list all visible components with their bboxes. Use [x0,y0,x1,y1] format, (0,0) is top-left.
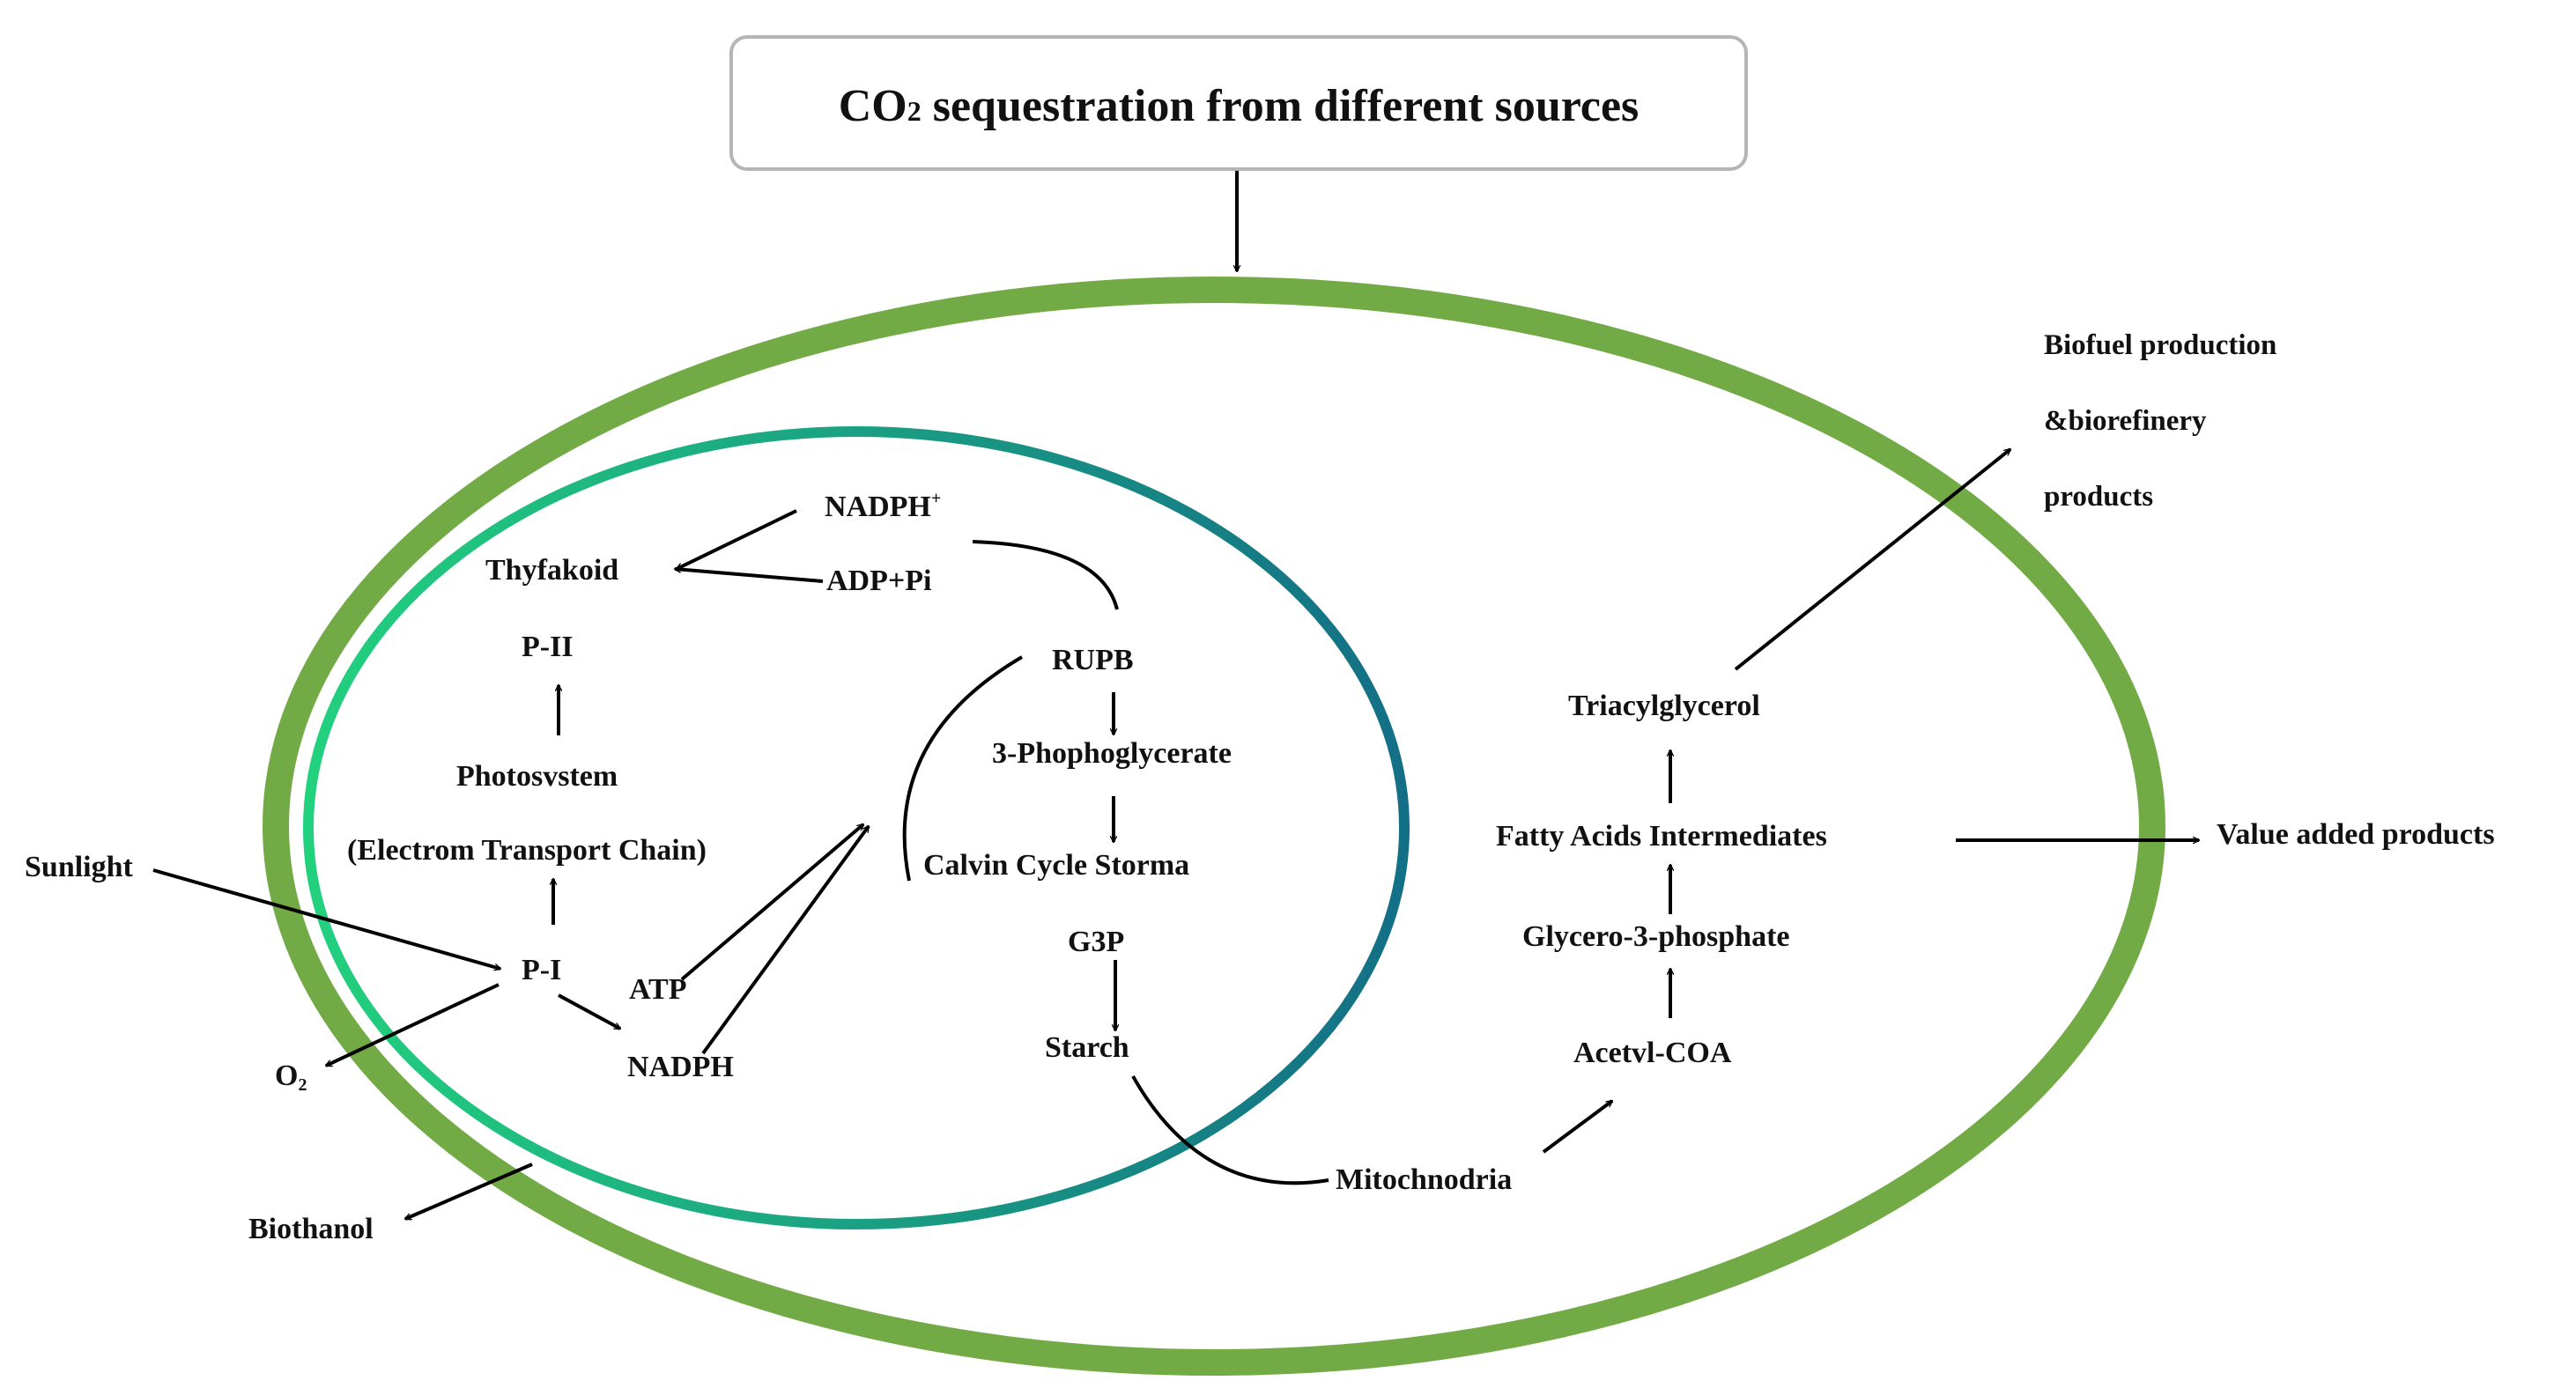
triacylglycerol-label: Triacylglycerol [1568,690,1760,722]
p-i-label: P-I [522,954,561,986]
adp-pi-to-thylakoid-arrow [675,569,824,583]
adp-pi-label: ADP+Pi [826,565,931,597]
value-added-label: Value added products [2217,818,2495,851]
outer-cell-membrane [263,277,2165,1376]
etc-label: (Electrom Transport Chain) [347,834,707,867]
rupb-label: RUPB [1052,644,1134,676]
p-i-to-nadph-arrow [558,993,620,1030]
g3p-label: G3P [1068,926,1124,958]
starch-to-mitochondria-curve [1131,1075,1329,1185]
p-ii-label: P-II [522,631,574,663]
p-i-to-o2-arrow [326,983,500,1067]
fatty-acids-label: Fatty Acids Intermediates [1496,820,1827,853]
biofuel-label-line1: Biofuel production [2044,329,2276,361]
title-text: CO2 sequestration from different sources [839,81,1640,131]
nadph-to-calvin-arrow [701,826,870,1055]
triacylglycerol-to-biofuel-arrow [1734,447,2010,671]
chloroplast-membrane [303,426,1410,1229]
photosystem-label: Photosvstem [456,760,618,793]
o2-label: O2 [275,1059,307,1095]
calvin-left-curve [902,655,1024,882]
acetyl-coa-label: Acetvl-COA [1573,1037,1732,1069]
sunlight-to-p-i-arrow [152,868,500,969]
atp-label: ATP [629,973,686,1006]
nadph-label: NADPH [627,1051,734,1083]
biofuel-label-line2: &biorefinery [2044,405,2207,437]
starch-label: Starch [1045,1031,1129,1064]
nadph-plus-label: NADPH+ [825,489,941,523]
atp-to-calvin-arrow [680,823,863,981]
calvin-cycle-label: Calvin Cycle Storma [923,849,1189,882]
mitochondria-label: Mitochnodria [1336,1163,1512,1196]
glycero-phosphate-label: Glycero-3-phosphate [1522,920,1789,953]
phosphoglycerate-label: 3-Phophoglycerate [992,737,1232,770]
mitochondria-to-acetyl-coa-arrow [1542,1099,1612,1154]
cell-to-biothanol-arrow [405,1163,533,1221]
sunlight-label: Sunlight [25,851,134,883]
thylakoid-label: Thyfakoid [485,554,618,587]
title-box: CO2 sequestration from different sources [729,35,1748,171]
biofuel-label-line3: products [2044,481,2153,513]
nadph-plus-to-thylakoid-arrow [677,509,797,571]
biothanol-label: Biothanol [248,1213,374,1245]
calvin-top-curve [972,540,1119,610]
